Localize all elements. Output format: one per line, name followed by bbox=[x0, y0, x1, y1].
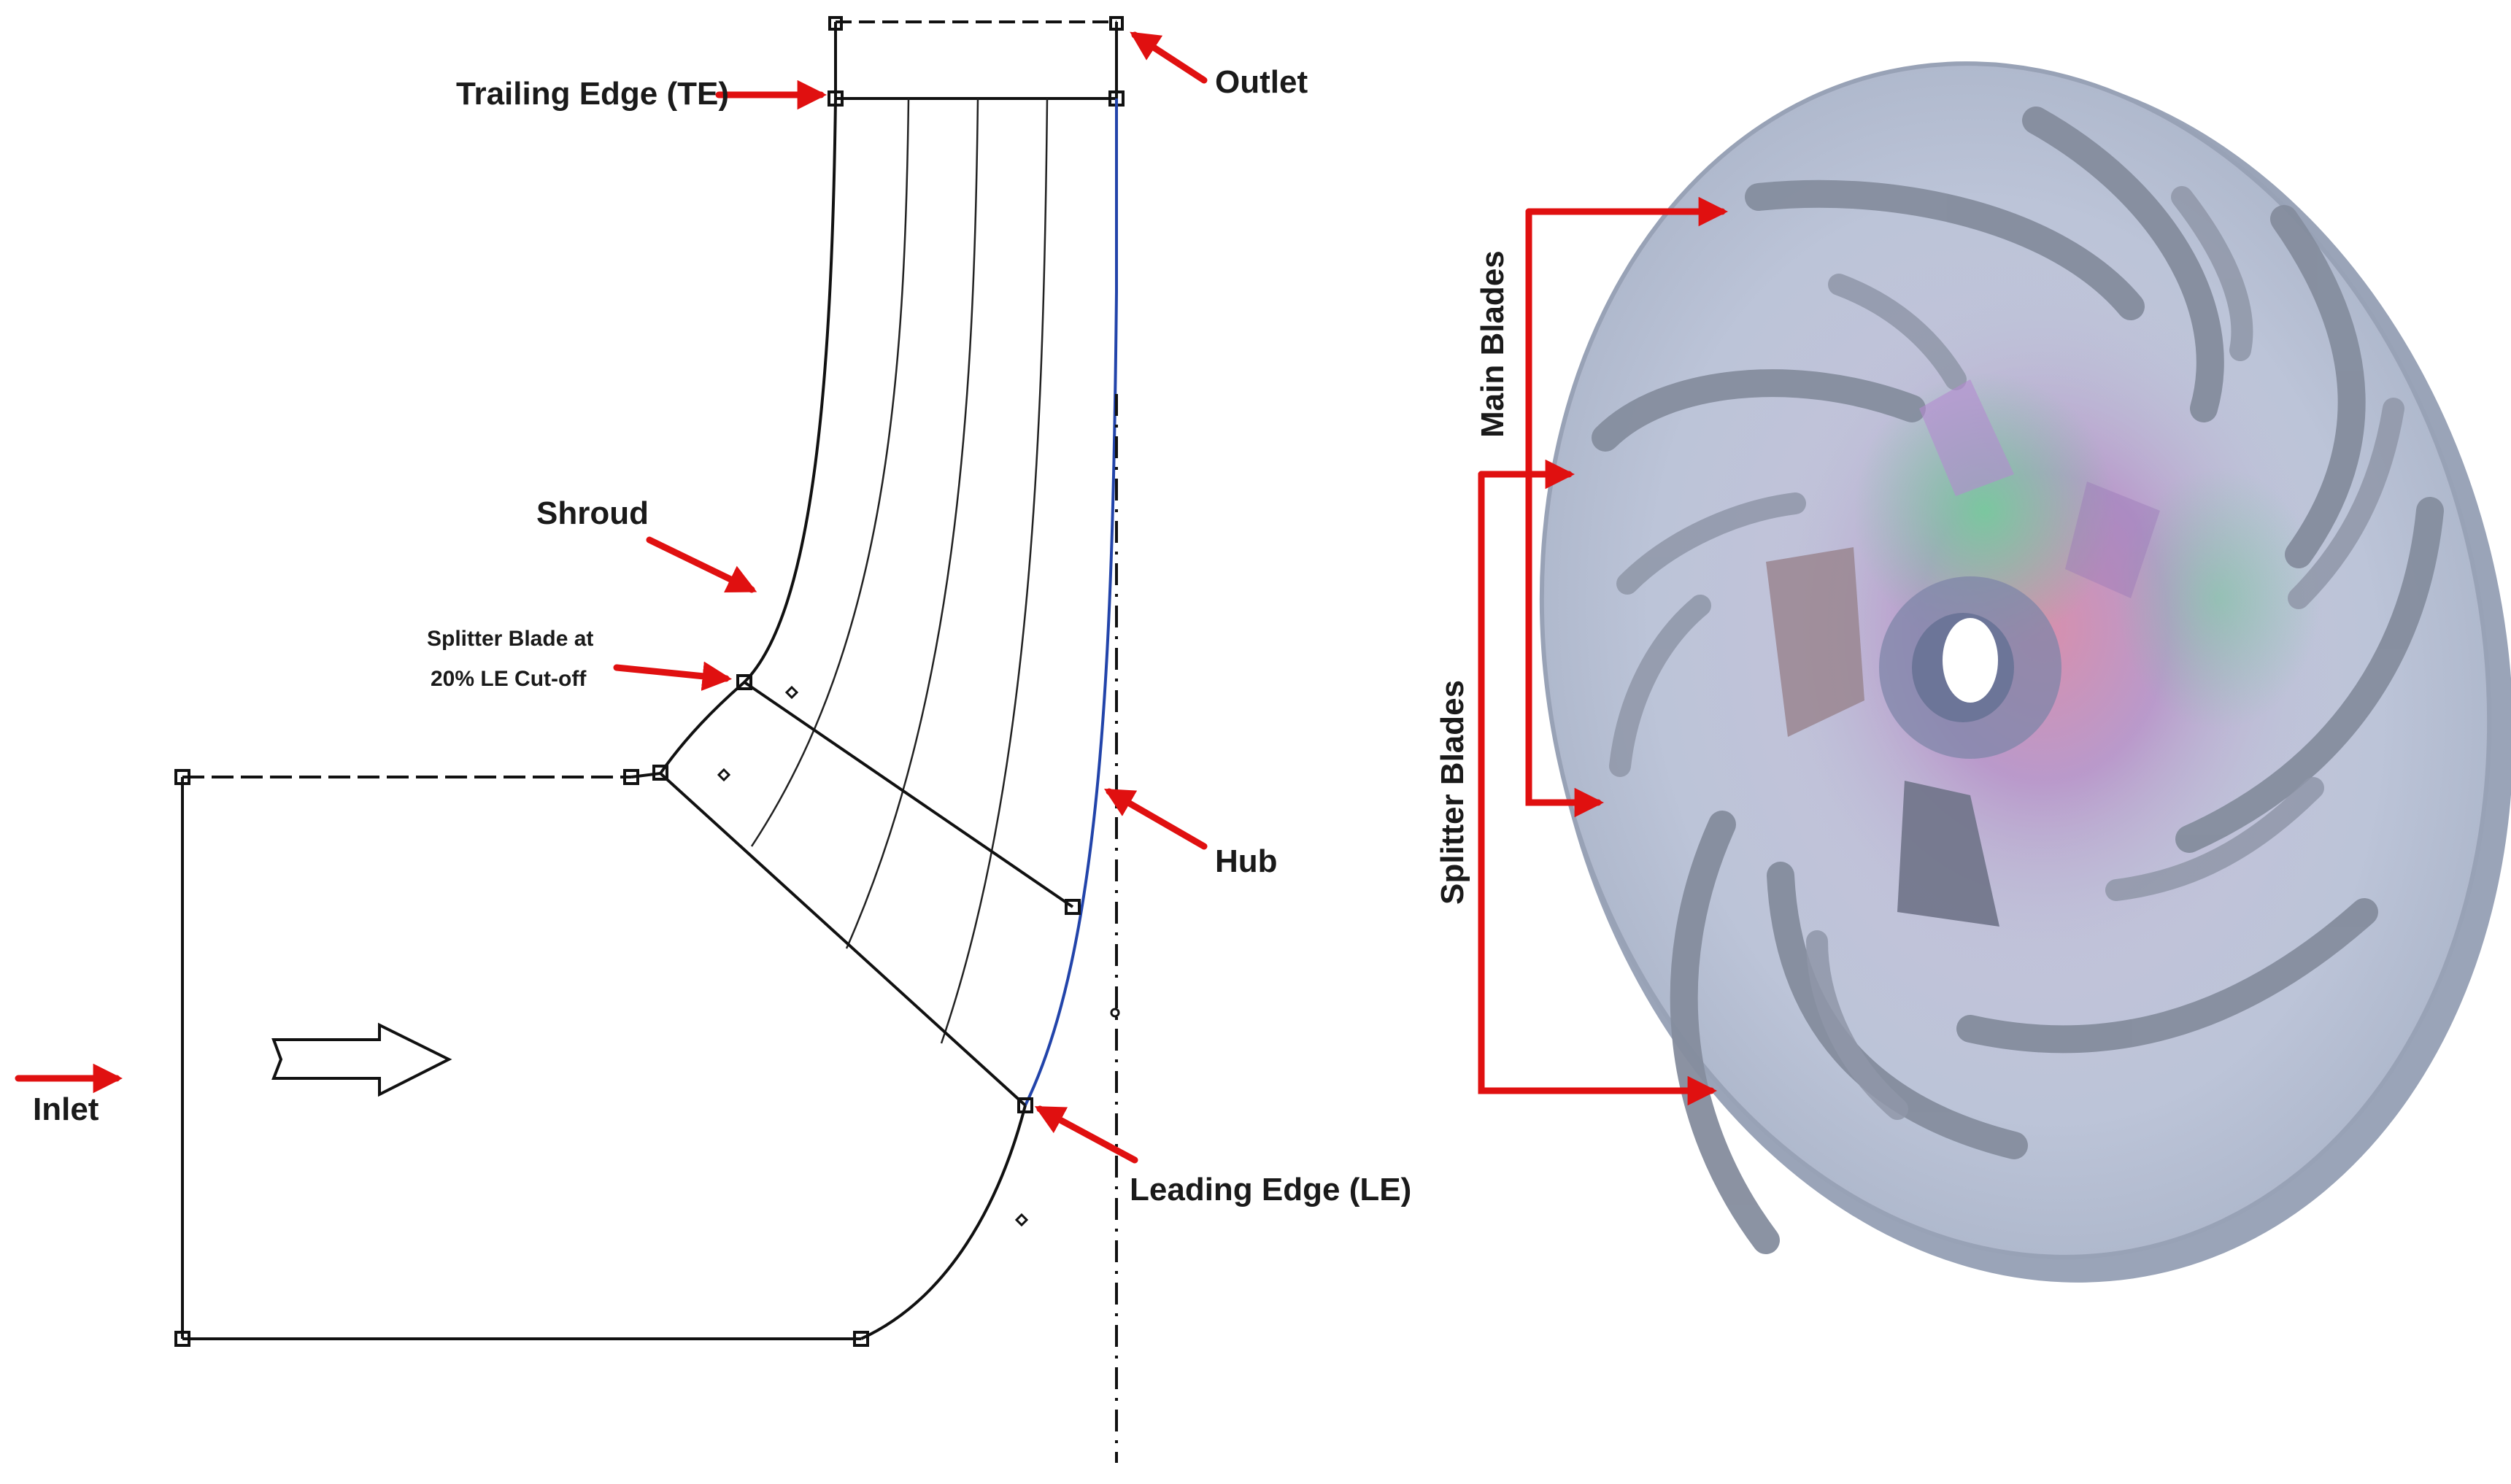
leading-edge-label: Leading Edge (LE) bbox=[1130, 1172, 1411, 1207]
leading-edge-line bbox=[659, 772, 1027, 1107]
shroud-label: Shroud bbox=[536, 495, 649, 531]
control-points bbox=[717, 685, 1120, 1227]
flow-direction-arrow bbox=[271, 1022, 452, 1097]
meridional-view: Trailing Edge (TE) Outlet Shroud Splitte… bbox=[15, 16, 1411, 1463]
outlet-label: Outlet bbox=[1215, 64, 1308, 100]
hub-bore bbox=[1879, 576, 2061, 759]
main-blades-label: Main Blades bbox=[1475, 250, 1511, 438]
lower-arc bbox=[860, 1105, 1027, 1340]
streamlines bbox=[750, 98, 1049, 1044]
impeller-view: Main Blades Splitter Blades bbox=[1435, 61, 2511, 1283]
shroud-curve bbox=[659, 98, 837, 775]
hub-curve bbox=[1024, 98, 1118, 1106]
splitter-blades-label: Splitter Blades bbox=[1435, 680, 1470, 905]
inlet-label: Inlet bbox=[33, 1091, 99, 1127]
splitter-label-line2: 20% LE Cut-off bbox=[431, 667, 587, 691]
annotation-arrows bbox=[15, 31, 1208, 1164]
splitter-blades bbox=[1609, 186, 2404, 1120]
splitter-label-line1: Splitter Blade at bbox=[427, 627, 593, 651]
trailing-edge-label: Trailing Edge (TE) bbox=[456, 76, 729, 112]
blade-annotation-brackets bbox=[1478, 196, 1729, 1106]
inlet-box bbox=[174, 674, 1081, 1347]
hub-label: Hub bbox=[1215, 843, 1278, 879]
splitter-cut-line bbox=[743, 681, 1074, 908]
inner-vanes bbox=[1766, 379, 2160, 927]
outlet-box bbox=[828, 16, 1125, 107]
